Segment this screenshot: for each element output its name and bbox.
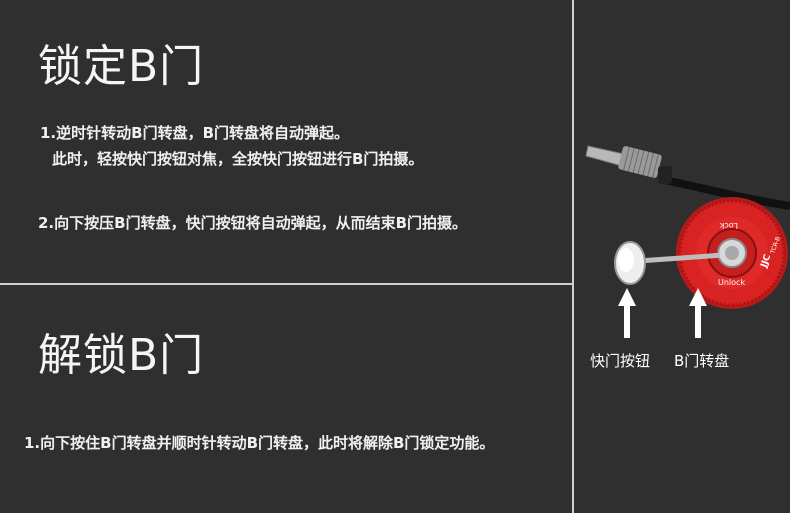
lock-section: 锁定B门 1.逆时针转动B门转盘，B门转盘将自动弹起。 此时，轻按快门按钮对焦，… xyxy=(0,0,572,283)
unlock-step1: 1.向下按住B门转盘并顺时针转动B门转盘，此时将解除B门锁定功能。 xyxy=(24,434,495,452)
shutter-button-arrow xyxy=(618,288,636,338)
unlock-section: 解锁B门 1.向下按住B门转盘并顺时针转动B门转盘，此时将解除B门锁定功能。 xyxy=(0,285,572,513)
b-dial: Lock Unlock JJC TCR-B xyxy=(676,197,788,309)
cable-tip xyxy=(585,145,672,184)
shutter-button xyxy=(614,241,721,285)
lock-step1-line1: 1.逆时针转动B门转盘，B门转盘将自动弹起。 xyxy=(40,124,350,142)
shutter-button-label: 快门按钮 xyxy=(590,352,651,370)
unlock-title: 解锁B门 xyxy=(38,330,205,381)
panel-divider xyxy=(572,0,574,513)
lock-title: 锁定B门 xyxy=(38,41,205,92)
dial-brand-text: JJC xyxy=(759,253,773,270)
b-dial-label: B门转盘 xyxy=(674,352,730,370)
b-dial-arrow xyxy=(689,288,707,338)
dial-unlock-text: Unlock xyxy=(718,278,745,287)
lock-step1-line2: 此时，轻按快门按钮对焦，全按快门按钮进行B门拍摄。 xyxy=(52,150,424,168)
cable-release-illustration: Lock Unlock JJC TCR-B xyxy=(585,145,790,338)
lock-step2: 2.向下按压B门转盘，快门按钮将自动弹起，从而结束B门拍摄。 xyxy=(38,214,468,232)
section-divider xyxy=(0,283,572,285)
instructions-panel: 锁定B门 1.逆时针转动B门转盘，B门转盘将自动弹起。 此时，轻按快门按钮对焦，… xyxy=(0,0,572,513)
product-panel: Lock Unlock JJC TCR-B 快门按钮 B门转盘 xyxy=(574,0,790,513)
dial-lock-text: Lock xyxy=(719,221,738,230)
cable xyxy=(663,176,790,210)
